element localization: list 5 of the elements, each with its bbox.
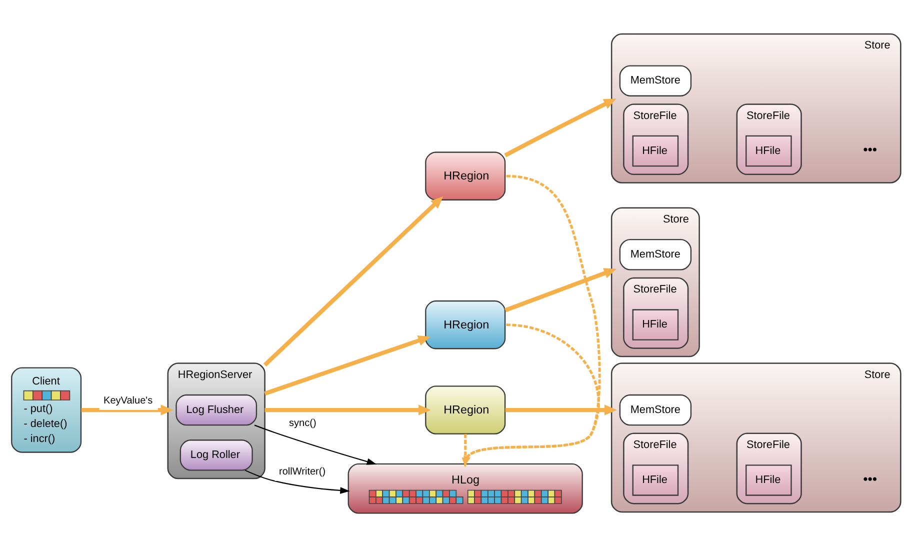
- label: •••: [863, 142, 878, 158]
- label: •••: [863, 471, 878, 486]
- edge-label: KeyValue's: [104, 395, 153, 406]
- edge-label: sync(): [289, 418, 316, 429]
- edge-label: rollWriter(): [279, 466, 326, 478]
